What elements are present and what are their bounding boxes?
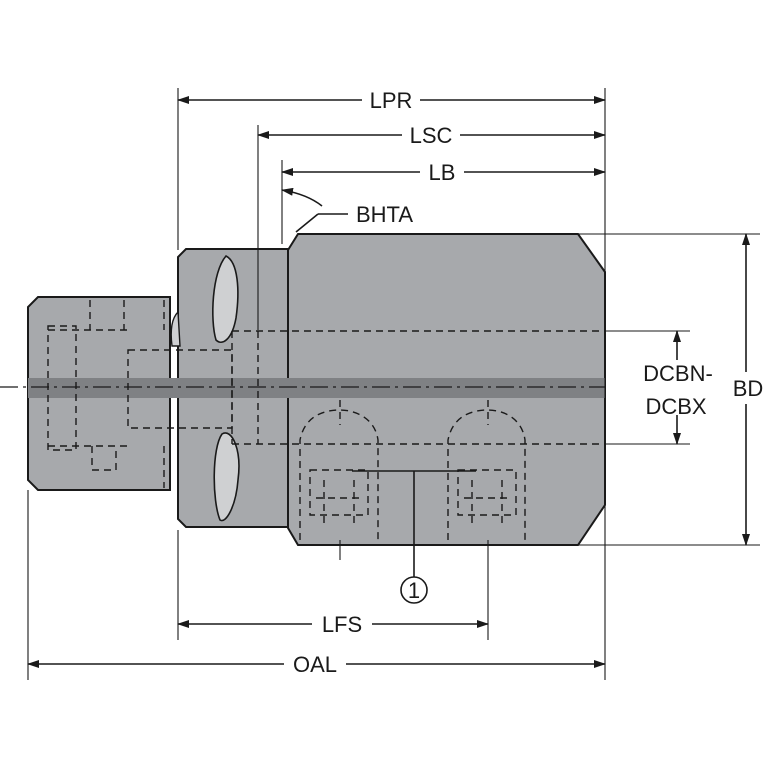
lsc-dimension: LSC bbox=[257, 123, 606, 148]
bd-label: BD bbox=[733, 376, 764, 401]
lsc-label: LSC bbox=[410, 123, 453, 148]
bd-dimension: BD bbox=[733, 233, 764, 546]
drive-notch bbox=[170, 310, 181, 347]
bhta-dimension: BHTA bbox=[281, 187, 413, 233]
callout-1-circle bbox=[400, 576, 428, 604]
flange-slots bbox=[170, 255, 240, 522]
callout-1: 1 bbox=[352, 470, 476, 604]
lfs-dimension: LFS bbox=[177, 612, 489, 637]
dcbx-label: DCBX bbox=[645, 394, 706, 419]
oal-label: OAL bbox=[293, 652, 337, 677]
coolant-channel bbox=[28, 378, 605, 398]
upper-slot bbox=[212, 255, 239, 343]
hidden-features bbox=[47, 300, 605, 540]
dcbn-dcbx-dimension: DCBN- DCBX bbox=[643, 330, 713, 445]
dcbn-label: DCBN- bbox=[643, 361, 713, 386]
lpr-dimension: LPR bbox=[177, 88, 606, 113]
extension-lines bbox=[27, 88, 760, 680]
lb-label: LB bbox=[429, 160, 456, 185]
tool-body bbox=[27, 233, 606, 546]
callout-1-number: 1 bbox=[408, 578, 420, 603]
oal-dimension: OAL bbox=[27, 652, 606, 677]
lb-dimension: LB bbox=[281, 160, 606, 185]
bhta-label: BHTA bbox=[356, 202, 413, 227]
lfs-label: LFS bbox=[322, 612, 362, 637]
lpr-label: LPR bbox=[370, 88, 413, 113]
